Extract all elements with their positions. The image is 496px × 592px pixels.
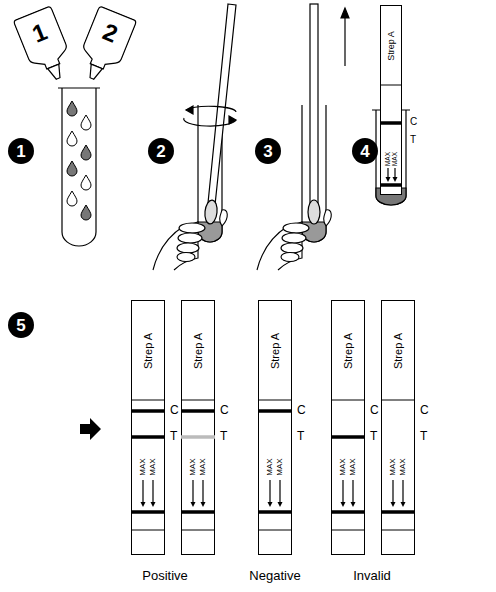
step-number: 3 [255, 138, 281, 164]
line-marker: C [410, 117, 417, 127]
strip-text: MAX [266, 458, 274, 475]
strip-text: MAX [149, 458, 157, 475]
line-marker: T [370, 430, 377, 442]
test-strip: Strep A MAXMAX [258, 300, 292, 555]
strip-text: MAX [139, 458, 147, 475]
strip-text: Strep A [343, 333, 354, 369]
strip-text: Strep A [143, 333, 154, 369]
strip-text: MAX [349, 458, 357, 475]
line-marker: C [297, 404, 306, 416]
strip-text: MAX [392, 152, 399, 166]
strip-text: Strep A [393, 333, 404, 369]
step-number: 2 [148, 138, 174, 164]
line-marker: C [220, 404, 229, 416]
strip-text: Strep A [270, 333, 281, 369]
step-digit: 2 [156, 143, 165, 160]
strip-text: MAX [189, 458, 197, 475]
strip-text: Strep A [193, 333, 204, 369]
result-label: Positive [142, 569, 188, 582]
test-strip: Strep A MAXMAX [381, 300, 415, 555]
step-digit: 4 [360, 143, 369, 160]
line-marker: T [297, 430, 304, 442]
test-strip: Strep A MAXMAX [380, 5, 402, 195]
step-digit: 1 [16, 143, 25, 160]
line-marker: C [420, 404, 429, 416]
line-marker: C [170, 404, 179, 416]
bottle-outline [12, 5, 78, 87]
line-marker: T [420, 430, 427, 442]
result-label: Negative [249, 569, 300, 582]
result-label: Invalid [353, 569, 391, 582]
test-strip: Strep A MAXMAX [181, 300, 215, 555]
drops [67, 101, 91, 220]
bottle-outline [72, 5, 138, 87]
swab-rotate [184, 4, 236, 242]
step-number: 1 [8, 138, 34, 164]
strip-text: MAX [389, 458, 397, 475]
step-number: 4 [352, 138, 378, 164]
strip-text: Strep A [387, 31, 396, 61]
line-marker: C [370, 404, 379, 416]
step-digit: 5 [16, 317, 25, 334]
reagent-bottle: 2 [72, 5, 138, 87]
line-marker: T [410, 135, 416, 145]
line-marker: T [170, 430, 177, 442]
step-number: 5 [8, 312, 34, 338]
test-tube [62, 88, 96, 246]
line-marker: T [220, 430, 227, 442]
test-strip: Strep A MAXMAX [331, 300, 365, 555]
strip-text: MAX [399, 458, 407, 475]
hand [257, 210, 331, 270]
pointer-arrow [80, 418, 101, 440]
strip-text: MAX [276, 458, 284, 475]
swab-remove [302, 4, 349, 242]
test-strip: Strep A MAXMAX [131, 300, 165, 555]
hand [153, 210, 227, 270]
strip-text: MAX [385, 152, 392, 166]
step-digit: 3 [263, 143, 272, 160]
reagent-bottle: 1 [12, 5, 78, 87]
strip-text: MAX [199, 458, 207, 475]
tube-rim [58, 87, 100, 88]
strip-text: MAX [339, 458, 347, 475]
